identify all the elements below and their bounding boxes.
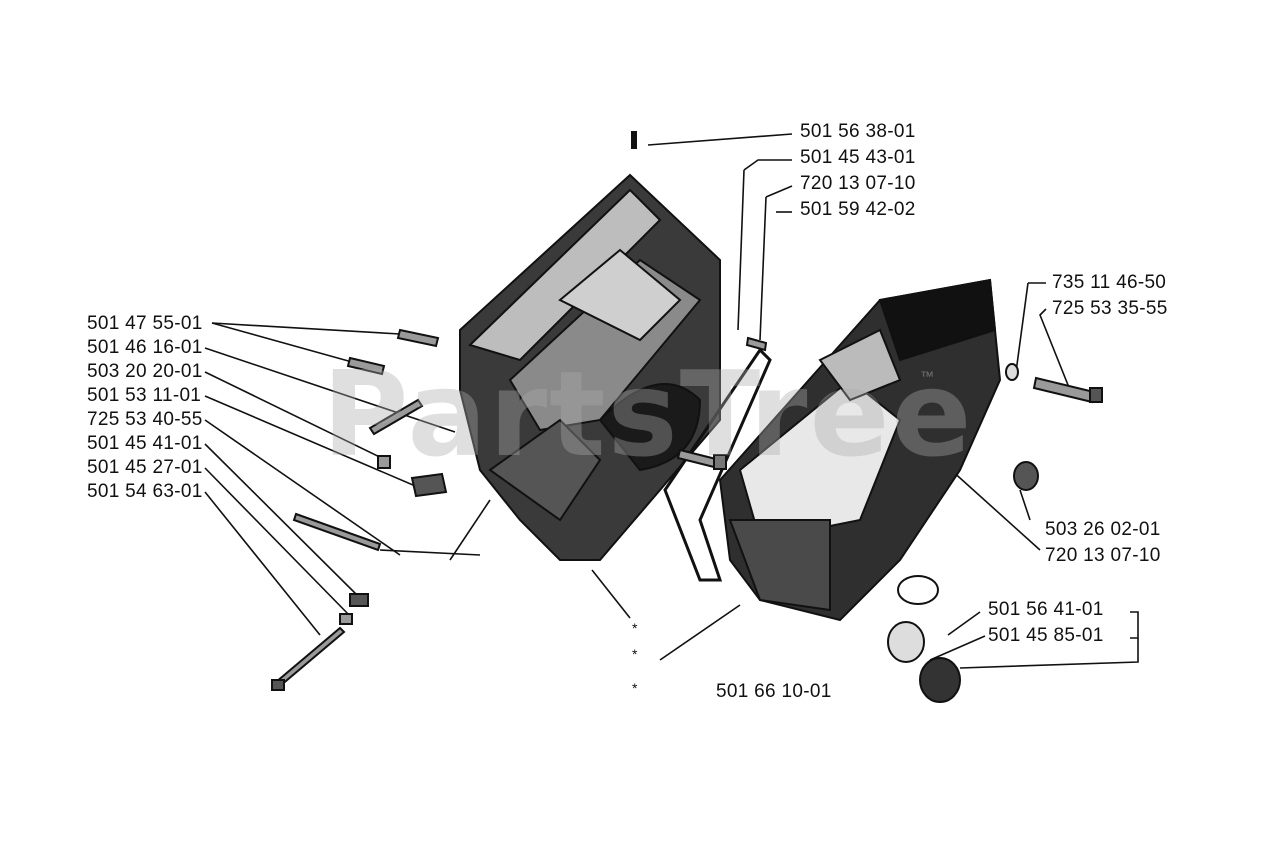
part-label: 503 20 20-01: [87, 361, 203, 382]
part-label: 501 45 41-01: [87, 433, 203, 454]
part-label: 501 66 10-01: [716, 681, 832, 702]
asterisk-mark: *: [632, 646, 638, 662]
part-label: 501 45 27-01: [87, 457, 203, 478]
part-label: 501 47 55-01: [87, 313, 203, 334]
part-label: 725 53 35-55: [1052, 298, 1168, 319]
part-label: 501 56 38-01: [800, 121, 916, 142]
part-label: 501 56 41-01: [988, 599, 1104, 620]
part-label: 501 45 43-01: [800, 147, 916, 168]
part-label: 501 53 11-01: [87, 385, 202, 406]
asterisk-mark: *: [632, 620, 638, 636]
trademark-mark: ™: [920, 368, 934, 384]
part-label: 503 26 02-01: [1045, 519, 1161, 540]
asterisk-mark: *: [632, 680, 638, 696]
part-label: 725 53 40-55: [87, 409, 203, 430]
part-label: 501 54 63-01: [87, 481, 203, 502]
partstree-watermark: PartsTree: [322, 345, 974, 483]
part-label: 501 46 16-01: [87, 337, 203, 358]
part-label: 720 13 07-10: [1045, 545, 1161, 566]
part-label: 720 13 07-10: [800, 173, 916, 194]
part-label: 501 59 42-02: [800, 199, 916, 220]
part-label: 501 45 85-01: [988, 625, 1104, 646]
part-label: 735 11 46-50: [1052, 272, 1167, 293]
